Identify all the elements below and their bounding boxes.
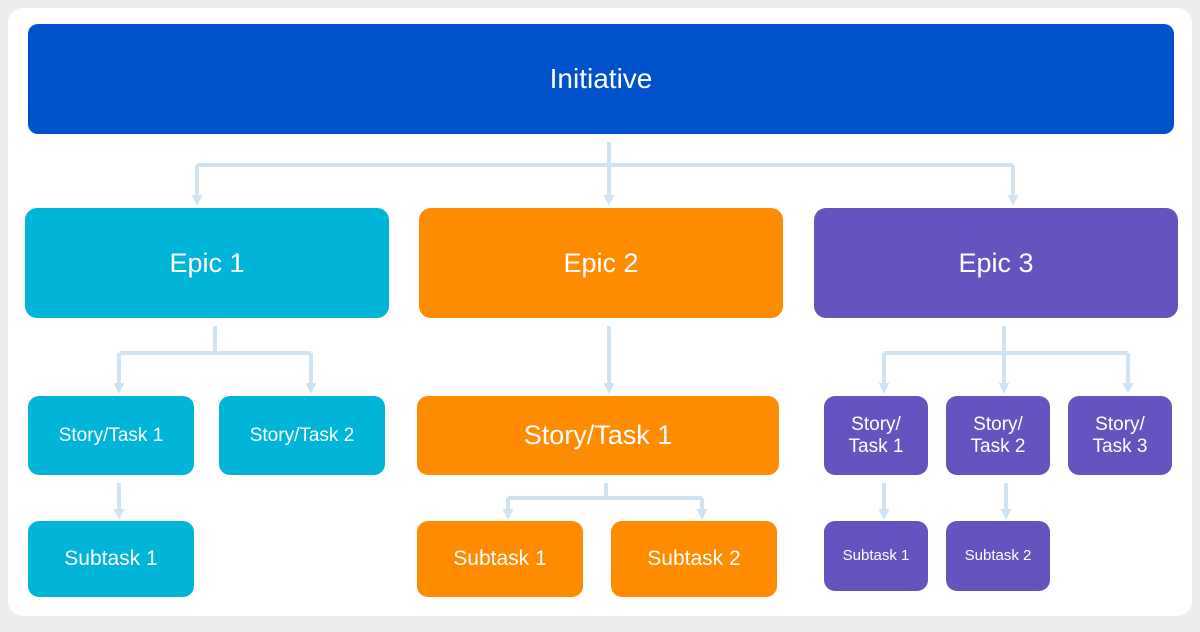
node-subtask-orange-2[interactable]: Subtask 2: [611, 521, 777, 597]
node-initiative[interactable]: Initiative: [28, 24, 1174, 134]
connector-epic3-to-stories: [878, 326, 1134, 394]
node-subtask-orange-1[interactable]: Subtask 1: [417, 521, 583, 597]
connector-orange-story1-to-subtasks: [502, 483, 708, 520]
node-epic-3[interactable]: Epic 3: [814, 208, 1178, 318]
node-story-cyan-2[interactable]: Story/Task 2: [219, 396, 385, 475]
node-subtask-purple-2[interactable]: Subtask 2: [946, 521, 1050, 591]
connector-initiative-to-epics: [191, 142, 1019, 206]
node-epic-2[interactable]: Epic 2: [419, 208, 783, 318]
diagram-canvas: Initiative Epic 1 Epic 2 Epic 3 Story/Ta…: [8, 8, 1192, 616]
node-story-purple-1[interactable]: Story/ Task 1: [824, 396, 928, 475]
node-epic-1[interactable]: Epic 1: [25, 208, 389, 318]
connector-epic1-to-stories: [113, 326, 317, 394]
node-story-purple-2[interactable]: Story/ Task 2: [946, 396, 1050, 475]
node-story-orange-1[interactable]: Story/Task 1: [417, 396, 779, 475]
node-story-purple-3[interactable]: Story/ Task 3: [1068, 396, 1172, 475]
node-story-cyan-1[interactable]: Story/Task 1: [28, 396, 194, 475]
node-subtask-purple-1[interactable]: Subtask 1: [824, 521, 928, 591]
node-subtask-cyan-1[interactable]: Subtask 1: [28, 521, 194, 597]
